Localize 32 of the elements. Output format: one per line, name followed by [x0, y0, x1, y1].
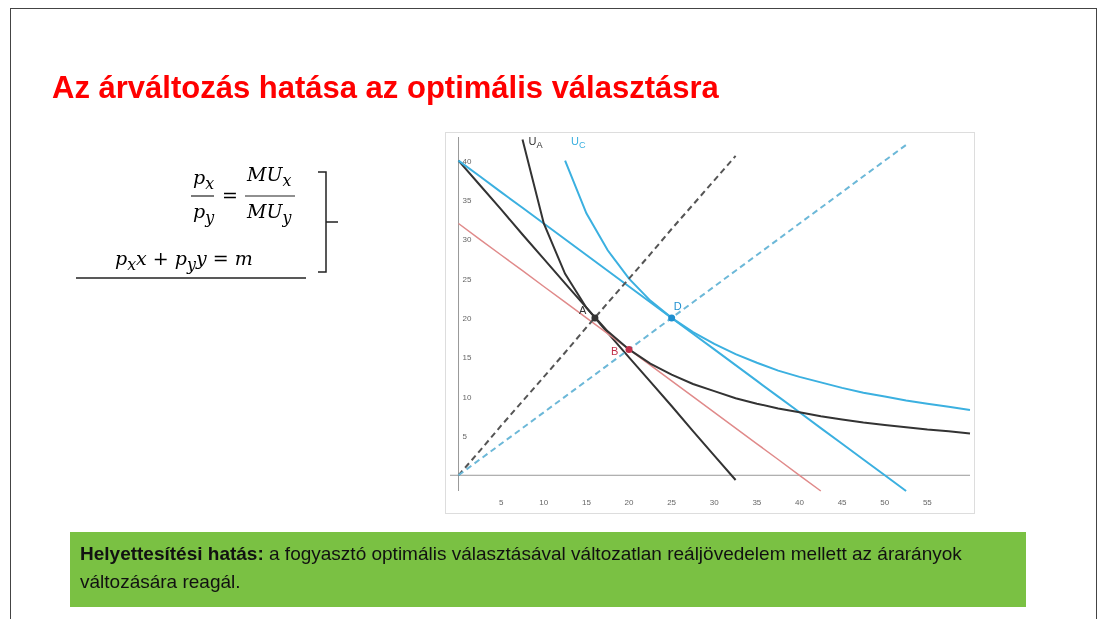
tick-label: 15 [462, 353, 472, 363]
tick-label: 40 [795, 498, 804, 507]
point-label: D [673, 299, 682, 312]
tick-label: 35 [462, 195, 472, 205]
formula-denominator: MU$_{y}$ [247, 200, 292, 227]
slide-title: Az árváltozás hatása az optimális választásra [52, 70, 719, 106]
tick-label: 20 [462, 313, 472, 323]
tick-label: 5 [462, 431, 467, 441]
tick-label: 20 [624, 498, 634, 507]
tick-label: 15 [581, 498, 591, 507]
formula-numerator: MU$_{x}$ [247, 163, 292, 190]
tick-label: 45 [837, 498, 847, 507]
tick-label: 50 [880, 498, 890, 507]
tick-label: 25 [462, 274, 472, 284]
tick-label: 5 [498, 498, 504, 507]
tick-label: 35 [752, 498, 762, 507]
formula-equals: = [222, 184, 238, 206]
curve-label: U$_{C}$ [571, 135, 586, 151]
tick-label: 55 [922, 498, 932, 507]
tick-label: 10 [462, 392, 472, 402]
definition-box: Helyettesítési hatás: a fogyasztó optimális választásával változatlan reáljövedelem mellett az árarányok változására reagál. [70, 532, 1026, 607]
point-label: B [611, 345, 619, 358]
tick-label: 30 [709, 498, 719, 507]
tick-label: 10 [539, 498, 549, 507]
formula-text: p$_{x}$x + p$_{y}$y = m [115, 247, 253, 274]
tick-label: 25 [667, 498, 677, 507]
formula-numerator: p$_{x}$ [193, 166, 215, 193]
tick-label: 40 [462, 156, 472, 166]
tick-label: 30 [462, 235, 472, 245]
formula-denominator: p$_{y}$ [193, 200, 215, 227]
point-label: A [578, 303, 587, 316]
curve-label: U$_{A}$ [528, 135, 543, 151]
